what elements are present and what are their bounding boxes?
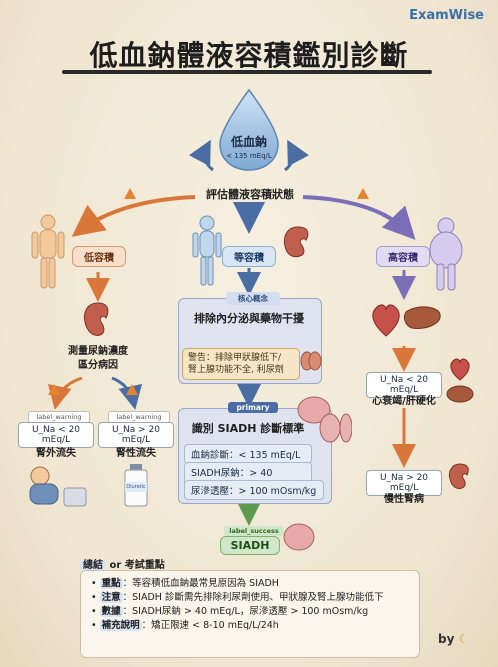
branch-high-volume: 高容積 — [376, 246, 430, 267]
assess-volume-label: 評估體液容積狀態 — [206, 188, 294, 201]
summary-heading-key: 總結 — [80, 560, 106, 571]
human-figure-icon — [192, 215, 222, 286]
human-figure-icon — [31, 214, 65, 289]
heart-liver-icon — [372, 304, 441, 337]
arrow-to-high — [302, 195, 416, 240]
start-node-sub: < 135 mEq/L — [226, 152, 272, 160]
success-tag: label_success — [224, 526, 284, 536]
page-title: 低血鈉體液容積鑑別診斷 — [89, 39, 409, 72]
thyroid-icon — [300, 351, 322, 371]
summary-row: • 補充說明：矯正限速 < 8-10 mEq/L/24h — [91, 620, 279, 631]
summary-row: • 重點：等容積低血鈉最常見原因為 SIADH — [91, 578, 279, 589]
warning-icon — [126, 384, 138, 395]
criteria-row-sodium: 血鈉診斷：< 135 mEq/L — [184, 444, 312, 464]
kidney-icon — [283, 226, 309, 258]
summary-box: • 重點：等容積低血鈉最常見原因為 SIADH • 注意：SIADH 診斷需先排… — [80, 570, 420, 658]
lab-una-high: U_Na > 20 mEq/L — [98, 422, 174, 448]
warning-icon — [124, 188, 136, 199]
arrow-low-left — [47, 376, 83, 410]
siadh-result: SIADH — [220, 536, 280, 555]
criteria-title: 識別 SIADH 診斷標準 — [191, 422, 305, 435]
kidney-icon — [448, 463, 469, 490]
summary-heading-rest: or 考試重點 — [109, 560, 165, 571]
extrarenal-loss-label: 腎外流失 — [36, 448, 76, 459]
kidney-icon — [83, 302, 109, 336]
warning-icon — [48, 384, 60, 395]
start-node-label: 低血鈉 — [230, 135, 267, 149]
criteria-row-urine-osm: 尿滲透壓：> 100 mOsm/kg — [184, 480, 324, 500]
banana-icon: ☾ — [458, 632, 470, 646]
vomiting-person-icon — [29, 466, 87, 507]
core-concept-tag: 核心概念 — [226, 292, 280, 305]
warning-icon — [357, 188, 369, 199]
cycle-arrow-right — [284, 139, 310, 172]
renal-loss-label: 腎性流失 — [116, 448, 156, 459]
chronic-kidney-disease-label: 慢性腎病 — [384, 494, 424, 505]
summary-heading: 總結 or 考試重點 — [80, 556, 165, 571]
diuretic-bottle-icon — [124, 464, 148, 507]
lab-una-high-high-branch: U_Na > 20 mEq/L — [366, 470, 442, 496]
arrow-to-low — [71, 195, 196, 237]
brain-lungs-icon — [297, 396, 352, 443]
branch-low-volume: 低容積 — [72, 246, 126, 267]
heart-failure-cirrhosis-label: 心衰竭/肝硬化 — [372, 396, 436, 407]
brain-icon — [283, 523, 315, 551]
brand-logo-text: ExamWise — [409, 8, 484, 23]
water-drop-icon — [219, 88, 279, 171]
title-underline — [62, 70, 432, 74]
summary-row: • 注意：SIADH 診斷需先排除利尿劑使用、甲狀腺及腎上腺功能低下 — [91, 592, 384, 603]
lab-una-low-high-branch: U_Na < 20 mEq/L — [366, 372, 442, 398]
heart-liver-small-icon — [446, 358, 474, 403]
low-step-label: 測量尿鈉濃度 區分病因 — [68, 346, 128, 371]
primary-tag: primary — [228, 402, 278, 413]
branch-eq-volume: 等容積 — [222, 246, 276, 267]
cycle-arrow-left — [188, 139, 214, 172]
summary-row: • 數據：SIADH尿鈉 > 40 mEq/L，尿滲透壓 > 100 mOsm/… — [91, 606, 369, 617]
diuretic-label: Diuretic — [126, 484, 146, 490]
lab-una-low: U_Na < 20 mEq/L — [18, 422, 94, 448]
human-figure-icon — [429, 217, 463, 291]
byline: by ☾ — [438, 632, 470, 646]
core-concept-title: 排除內分泌與藥物干擾 — [194, 312, 304, 325]
exclusion-warning: 警告：排除甲狀腺低下/ 腎上腺功能不全, 利尿劑 — [182, 348, 300, 380]
